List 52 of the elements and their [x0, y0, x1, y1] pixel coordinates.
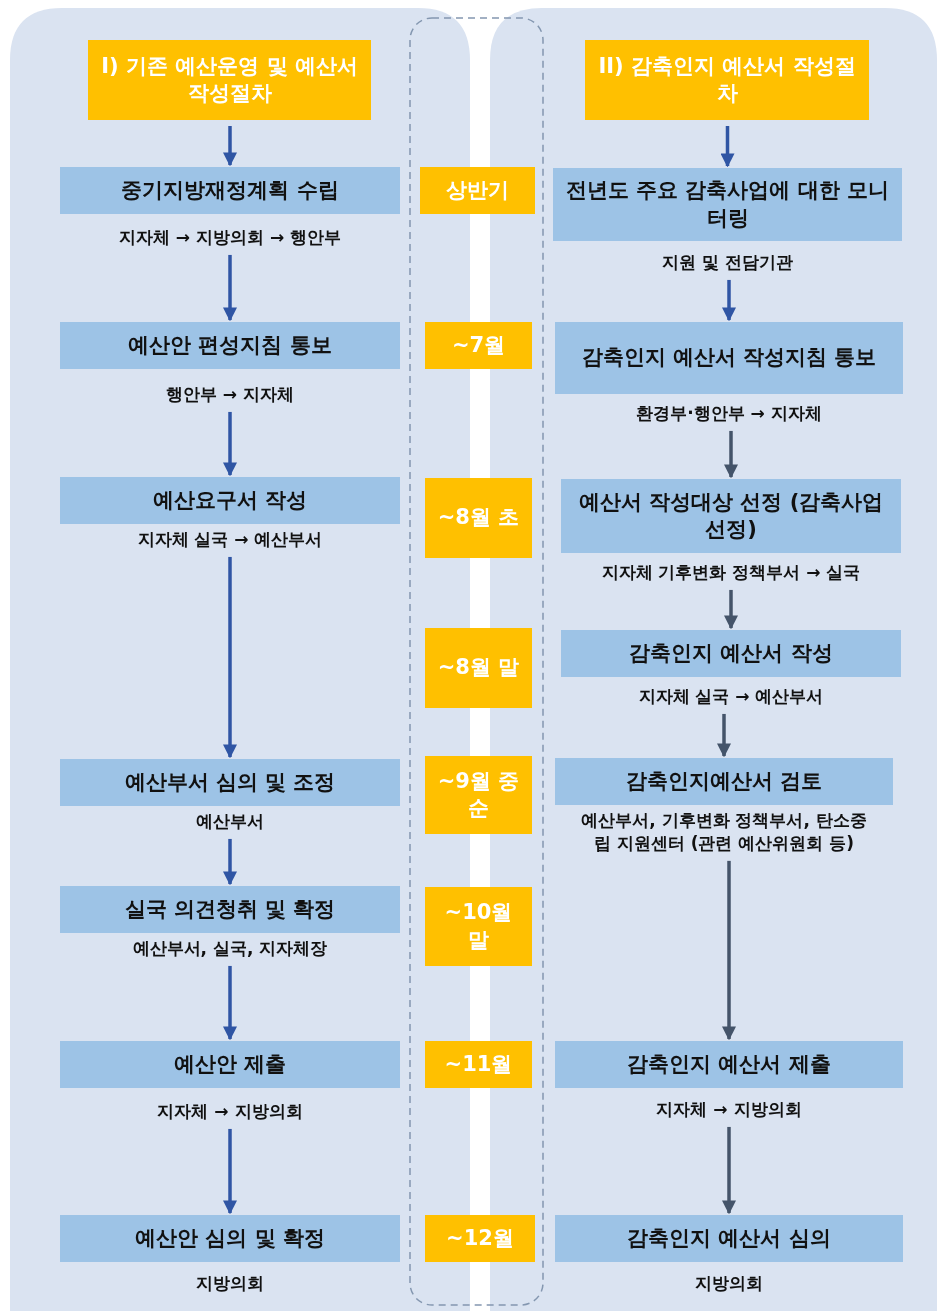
- arrow: [724, 589, 738, 630]
- process-box: 감축인지 예산서 작성: [561, 630, 901, 677]
- process-box: 감축인지 예산서 작성지침 통보: [555, 322, 903, 394]
- process-box: 감축인지 예산서 심의: [555, 1215, 903, 1262]
- period-box: ~12월: [425, 1215, 535, 1262]
- process-box: 감축인지 예산서 제출: [555, 1041, 903, 1088]
- caption-text: 지자체 실국 → 예산부서: [637, 685, 825, 708]
- process-box: 예산안 심의 및 확정: [60, 1215, 400, 1262]
- caption-text: 지자체 → 지방의회: [156, 1100, 304, 1123]
- header-box: I) 기존 예산운영 및 예산서 작성절차: [88, 40, 371, 120]
- caption-text: 지방의회: [195, 1272, 265, 1295]
- arrow: [722, 279, 736, 322]
- period-box: ~7월: [425, 322, 532, 369]
- process-box: 예산안 편성지침 통보: [60, 322, 400, 369]
- process-box: 예산서 작성대상 선정 (감축사업 선정): [561, 479, 901, 553]
- arrow: [717, 713, 731, 758]
- arrow: [722, 860, 736, 1041]
- arrow: [223, 838, 237, 886]
- caption-text: 지자체 실국 → 예산부서: [136, 528, 324, 551]
- caption-text: 예산부서, 실국, 지자체장: [131, 937, 329, 960]
- arrow: [223, 965, 237, 1041]
- process-box: 전년도 주요 감축사업에 대한 모니터링: [553, 168, 902, 241]
- caption-text: 행안부 → 지자체: [164, 383, 296, 406]
- caption-text: 지방의회: [694, 1272, 764, 1295]
- caption-text: 지자체 → 지방의회 → 행안부: [117, 226, 343, 249]
- period-box: ~9월 중순: [425, 756, 532, 834]
- arrow: [223, 126, 237, 167]
- caption-text: 지자체 기후변화 정책부서 → 실국: [600, 561, 862, 584]
- arrow: [720, 126, 735, 168]
- caption-text: 예산부서: [195, 810, 265, 833]
- period-box: ~11월: [425, 1041, 532, 1088]
- period-box: ~8월 초: [425, 478, 532, 558]
- header-box: II) 감축인지 예산서 작성절차: [585, 40, 869, 120]
- caption-text: 예산부서, 기후변화 정책부서, 탄소중립 지원센터 (관련 예산위원회 등): [580, 809, 868, 855]
- arrow: [724, 430, 738, 479]
- caption-text: 환경부·행안부 → 지자체: [635, 402, 823, 425]
- process-box: 예산안 제출: [60, 1041, 400, 1088]
- arrow: [223, 1128, 237, 1215]
- process-box: 중기지방재정계획 수립: [60, 167, 400, 214]
- arrow: [223, 254, 237, 322]
- process-box: 감축인지예산서 검토: [555, 758, 893, 805]
- arrow: [223, 411, 237, 477]
- process-box: 예산부서 심의 및 조정: [60, 759, 400, 806]
- period-box: ~8월 말: [425, 628, 532, 708]
- caption-text: 지자체 → 지방의회: [655, 1098, 803, 1121]
- arrow: [223, 556, 237, 759]
- caption-text: 지원 및 전담기관: [661, 251, 794, 274]
- arrow: [722, 1126, 736, 1215]
- process-box: 실국 의견청취 및 확정: [60, 886, 400, 933]
- period-box: 상반기: [420, 167, 535, 214]
- process-box: 예산요구서 작성: [60, 477, 400, 524]
- period-box: ~10월 말: [425, 887, 532, 966]
